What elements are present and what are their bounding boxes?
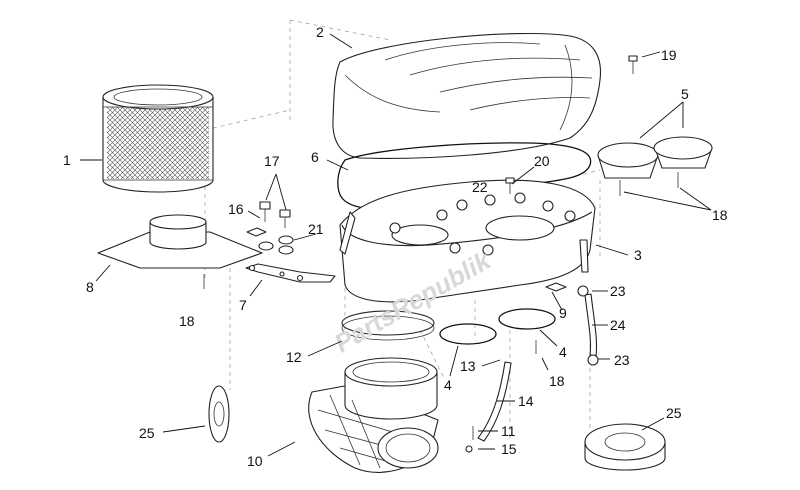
callout-15: 15 xyxy=(501,441,517,457)
callout-18c: 18 xyxy=(549,373,565,389)
callout-23a: 23 xyxy=(610,283,626,299)
screws-and-grommets xyxy=(246,201,294,255)
hose-clamp xyxy=(341,310,435,341)
breather-hoses xyxy=(477,285,599,442)
callout-8: 8 xyxy=(86,279,94,295)
callout-14: 14 xyxy=(518,393,534,409)
callout-6: 6 xyxy=(311,149,319,165)
callout-17: 17 xyxy=(264,153,280,169)
callout-5: 5 xyxy=(681,86,689,102)
callout-25b: 25 xyxy=(666,405,682,421)
callout-21: 21 xyxy=(308,221,324,237)
callout-9: 9 xyxy=(559,305,567,321)
callout-23b: 23 xyxy=(614,352,630,368)
callout-12: 12 xyxy=(286,349,302,365)
foam-ring-left xyxy=(208,385,230,443)
callout-13: 13 xyxy=(460,358,476,374)
callout-24: 24 xyxy=(610,317,626,333)
callout-22: 22 xyxy=(472,179,488,195)
callout-11: 11 xyxy=(501,423,516,439)
small-screws xyxy=(203,55,679,453)
callout-19: 19 xyxy=(661,47,677,63)
callout-10: 10 xyxy=(247,453,263,469)
air-filter-cartridge xyxy=(102,84,214,193)
callout-16: 16 xyxy=(228,201,244,217)
bracket xyxy=(245,263,336,283)
o-rings xyxy=(439,308,556,345)
callout-18b: 18 xyxy=(712,207,728,223)
callout-7: 7 xyxy=(239,297,247,313)
callout-4b: 4 xyxy=(559,344,567,360)
callout-4a: 4 xyxy=(444,377,452,393)
callout-1: 1 xyxy=(63,152,71,168)
airbox-body xyxy=(339,179,596,303)
airbox-cover xyxy=(332,32,602,159)
callout-25a: 25 xyxy=(139,425,155,441)
callout-3: 3 xyxy=(634,247,642,263)
callout-20: 20 xyxy=(534,153,550,169)
leader-lines xyxy=(80,33,712,457)
foam-ring-right xyxy=(584,423,666,471)
callout-2: 2 xyxy=(316,24,324,40)
intake-duct xyxy=(308,357,439,473)
callout-labels: 1 2 3 4 4 5 6 7 8 9 10 11 12 13 14 15 16… xyxy=(63,24,728,469)
snorkel-caps xyxy=(597,136,713,179)
callout-18a: 18 xyxy=(179,313,195,329)
filter-base xyxy=(97,214,263,269)
